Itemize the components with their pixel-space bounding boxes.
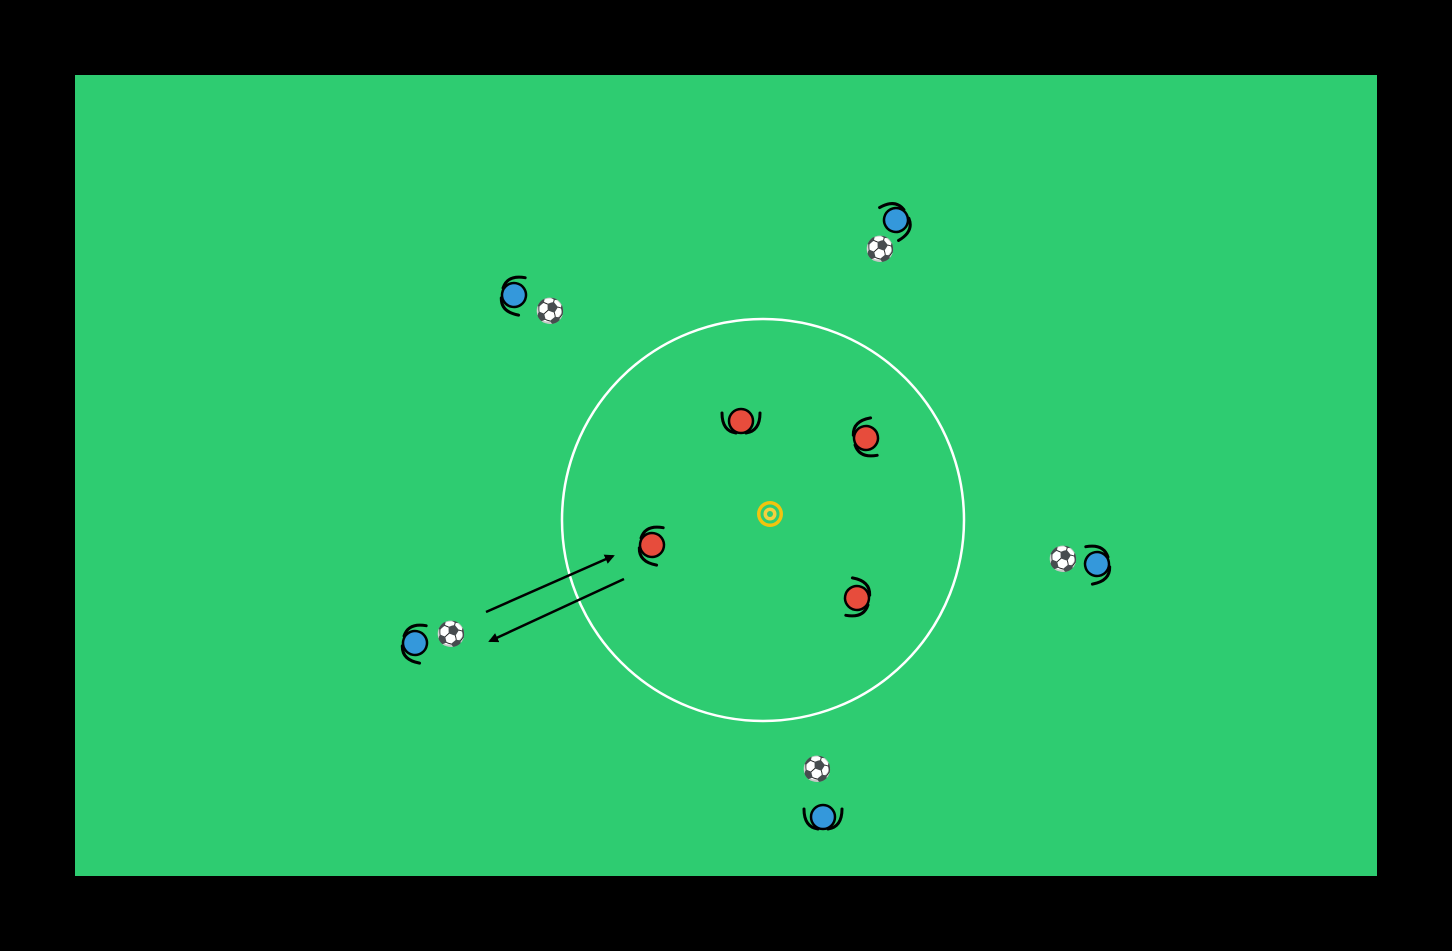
player-arms [1084,544,1112,586]
blue-player-icon [1083,544,1112,586]
blue-player-icon [499,275,528,317]
player-body [843,584,871,612]
player-body [1083,550,1111,578]
player-arms [400,623,428,665]
red-player-icon [851,416,880,458]
red-player-icon [637,525,666,567]
soccer-ball-icon: ⚽ [534,297,565,325]
player-body [500,281,528,309]
red-defenders [637,407,880,618]
pass-arrows [485,554,625,643]
center-circle [560,317,966,723]
player-arms [878,202,912,242]
soccer-ball-icon: ⚽ [864,235,895,263]
blue-player-icon [878,202,912,242]
blue-attackers [400,202,1112,831]
player-arms [851,416,879,458]
player-arms [844,576,872,618]
player-body [401,629,429,657]
player-body [727,407,755,435]
soccer-ball-icon: ⚽ [435,620,466,648]
pitch-area [75,75,1377,876]
player-body [882,206,910,234]
cone-marker-icon [757,501,783,527]
return-arrow [488,577,625,643]
soccer-ball-icon: ⚽ [801,755,832,783]
player-arms [802,807,844,831]
player-arms [720,411,762,435]
player-arms [499,275,527,317]
player-body [638,531,666,559]
soccer-ball-icon: ⚽ [1047,545,1078,573]
player-arms [637,525,665,567]
red-player-icon [843,576,872,618]
red-player-icon [720,407,762,435]
blue-player-icon [400,623,429,665]
player-body [809,803,837,831]
balls: ⚽ ⚽ ⚽ ⚽ ⚽ [435,235,1078,783]
pass-arrow [485,554,615,614]
blue-player-icon [802,803,844,831]
player-body [852,424,880,452]
